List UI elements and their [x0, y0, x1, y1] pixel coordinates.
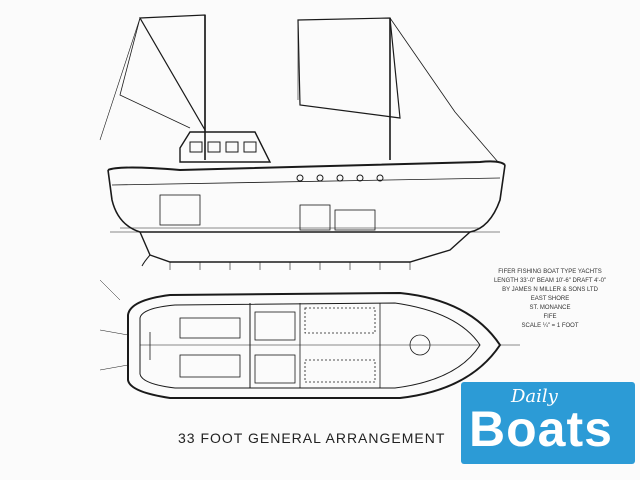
spec-line: BY JAMES N MILLER & SONS LTD — [502, 287, 598, 293]
drawing-caption: 33 FOOT GENERAL ARRANGEMENT — [178, 430, 446, 446]
hull-plan — [99, 279, 520, 399]
spec-line: EAST SHORE — [530, 296, 570, 302]
spec-block: FIFER FISHING BOAT TYPE YACHTS LENGTH 33… — [470, 268, 630, 331]
spec-line: LENGTH 33'-0" BEAM 10'-6" DRAFT 4'-0" — [493, 278, 607, 284]
logo-boats-text: Boats — [469, 401, 613, 457]
dailyboats-logo: Daily Boats — [461, 382, 635, 464]
spec-line: FIFER FISHING BOAT TYPE YACHTS — [498, 269, 602, 275]
spec-line: FIFE — [543, 314, 557, 320]
spec-line: ST. MONANCE — [529, 305, 571, 311]
hull-profile — [107, 131, 506, 270]
spec-line: SCALE ¼" = 1 FOOT — [521, 323, 579, 329]
sail-plan — [99, 14, 499, 163]
logo-daily-text: Daily — [511, 386, 558, 407]
